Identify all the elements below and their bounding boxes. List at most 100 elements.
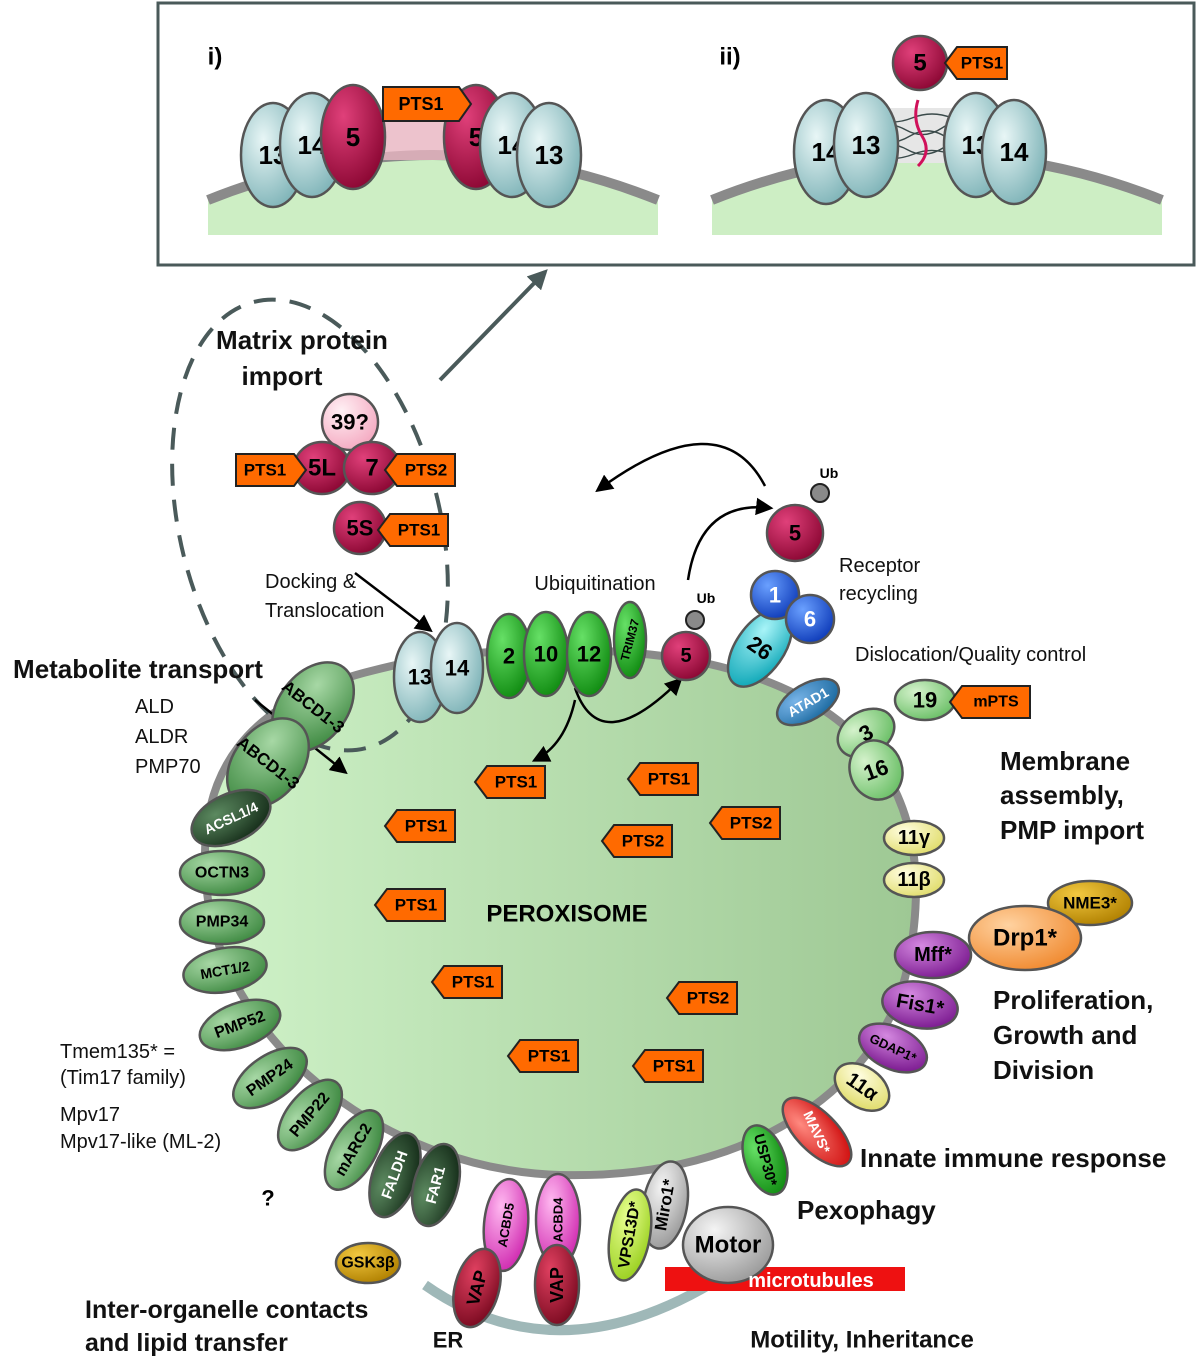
aldr-label: ALDR	[135, 726, 188, 748]
pmp70-label: PMP70	[135, 756, 201, 778]
pex19: 19	[893, 678, 957, 722]
pex13-right: 13	[515, 101, 583, 209]
matrix-cargo-9: PTS1	[506, 1039, 579, 1073]
er-label: ER	[433, 1328, 464, 1353]
pts1-cargo-5s: PTS1	[376, 513, 449, 547]
microtubules-label: microtubules	[748, 1270, 874, 1292]
pex11-beta-label: 11β	[897, 869, 930, 891]
vap-1: VAP	[452, 1247, 502, 1329]
acbd4-label: ACBD4	[551, 1197, 566, 1243]
contacts-title-2: and lipid transfer	[85, 1329, 288, 1357]
mpts-cargo: mPTS	[948, 685, 1031, 719]
pmp22-transporter: PMP22	[276, 1078, 344, 1152]
ald-label: ALD	[135, 696, 174, 718]
matrix-cargo-7-label: PTS1	[452, 973, 495, 992]
pex12-ring: 12	[565, 610, 613, 698]
octn3-transporter: OCTN3	[178, 849, 266, 897]
pex11-gamma-label: 11γ	[898, 827, 931, 849]
pex19-label: 19	[913, 688, 937, 713]
pts1-cargo-inset-ii: PTS1	[943, 46, 1008, 80]
pex2-ring-label: 2	[503, 644, 515, 669]
pex26: 26	[726, 608, 794, 688]
matrix-cargo-6: PTS1	[373, 888, 446, 922]
pts2-cargo-7: PTS2	[383, 453, 456, 487]
faldh-protein: FALDH	[368, 1131, 422, 1219]
matrix-cargo-8: PTS2	[665, 981, 738, 1015]
panel-i-label: i)	[208, 44, 223, 71]
docking-label-1: Docking &	[265, 571, 357, 593]
pts1-cargo-inset-i-label: PTS1	[398, 94, 443, 114]
pex39-factor: 39?	[320, 392, 380, 452]
pex5-recycled-label: 5	[789, 521, 801, 546]
pexophagy-label: Pexophagy	[797, 1195, 936, 1225]
pex7: 7	[342, 440, 402, 496]
pex14-ii-right: 14	[980, 98, 1048, 206]
division-title-1: Proliferation,	[993, 985, 1153, 1015]
recycling-label-2: recycling	[839, 583, 918, 605]
zoom-arrow	[438, 269, 548, 382]
matrix-cargo-8-label: PTS2	[687, 989, 730, 1008]
pts1-cargo-5s-label: PTS1	[398, 521, 441, 540]
matrix-cargo-10: PTS1	[631, 1049, 704, 1083]
abcd-transporter-2: ABCD1-3	[225, 717, 311, 809]
pts1-cargo-5l: PTS1	[235, 453, 308, 487]
usp30: USP30*	[741, 1124, 789, 1196]
miro1: Miro1*	[640, 1160, 690, 1250]
pex13-right-label: 13	[535, 140, 564, 170]
pex5-membrane: 5	[660, 630, 712, 682]
contacts-title-1: Inter-organelle contacts	[85, 1296, 368, 1324]
nme3: NME3*	[1046, 879, 1134, 927]
pex5-inset-ii-label: 5	[913, 50, 926, 77]
vap-2: VAP	[533, 1243, 581, 1327]
panel-ii-label: ii)	[719, 44, 740, 71]
pex12-ring-label: 12	[577, 642, 601, 667]
matrix-import-title-1: Matrix protein	[216, 325, 388, 355]
mpv17-label: Mpv17	[60, 1104, 120, 1126]
docking-label-2: Translocation	[265, 600, 384, 622]
matrix-cargo-10-label: PTS1	[653, 1057, 696, 1076]
innate-immune-label: Innate immune response	[860, 1143, 1166, 1173]
vap-2-label: VAP	[547, 1267, 567, 1303]
pex6: 6	[784, 593, 836, 645]
pex1: 1	[749, 569, 801, 621]
mavs: MAVS*	[781, 1096, 853, 1168]
trim37: TRIM37	[612, 600, 648, 680]
matrix-cargo-1: PTS1	[473, 765, 546, 799]
octn3-transporter-label: OCTN3	[195, 865, 249, 882]
matrix-cargo-4-label: PTS1	[405, 817, 448, 836]
pex13-docking-label: 13	[408, 665, 432, 690]
pex14-ii-right-label: 14	[1000, 137, 1029, 167]
pex13-ii-left: 13	[832, 91, 900, 199]
pex5-short: 5S	[332, 500, 388, 556]
metabolite-transport-title: Metabolite transport	[13, 654, 263, 684]
ub-membrane-icon	[685, 610, 705, 630]
matrix-cargo-7: PTS1	[430, 965, 503, 999]
matrix-cargo-2: PTS1	[626, 762, 699, 796]
pex5-long-label: 5L	[308, 455, 336, 482]
far1-protein: FAR1	[410, 1142, 462, 1228]
ub-recycled-icon	[810, 483, 830, 503]
pex11-gamma: 11γ	[882, 819, 946, 857]
ub-membrane-label: Ub	[697, 590, 716, 606]
acbd4: ACBD4	[534, 1172, 582, 1268]
drp1: Drp1*	[967, 904, 1083, 972]
ubiquitination-label: Ubiquitination	[534, 573, 655, 595]
gsk3b-label: GSK3β	[341, 1255, 395, 1272]
gdap1: GDAP1*	[857, 1022, 929, 1074]
division-title-2: Growth and	[993, 1020, 1137, 1050]
matrix-cargo-4: PTS1	[383, 809, 456, 843]
pex14-docking-label: 14	[445, 656, 470, 681]
motor-protein: Motor	[681, 1205, 775, 1285]
pex5-left-label: 5	[346, 122, 360, 152]
peroxisome-label: PEROXISOME	[486, 901, 647, 928]
pex11-beta: 11β	[882, 861, 946, 899]
matrix-cargo-9-label: PTS1	[528, 1047, 571, 1066]
matrix-cargo-3: PTS2	[708, 806, 781, 840]
mff: Mff*	[893, 930, 973, 980]
pex16: 16	[848, 739, 904, 801]
pex5-inset-ii: 5	[891, 34, 949, 92]
division-title-3: Division	[993, 1055, 1094, 1085]
ub-recycled-label: Ub	[820, 465, 839, 481]
pex5-membrane-label: 5	[680, 645, 691, 667]
pmp24-transporter: PMP24	[232, 1046, 308, 1110]
